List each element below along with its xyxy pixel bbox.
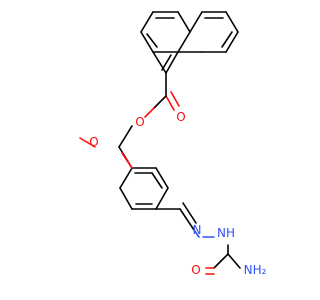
bond <box>213 253 229 269</box>
molecule-structure: O O O N NH O NH₂ <box>79 11 267 277</box>
naphthalene-group <box>140 11 239 74</box>
bond <box>170 91 180 107</box>
bond <box>152 51 167 74</box>
bond <box>153 95 167 109</box>
bond <box>119 187 133 210</box>
hydrazide-nh-label: NH <box>217 226 235 240</box>
ester-oxygen-label: O <box>135 115 144 129</box>
bond <box>146 33 158 48</box>
bond <box>225 11 239 33</box>
bond <box>179 208 195 231</box>
ester-group <box>144 72 180 118</box>
bond <box>121 152 133 169</box>
bond <box>151 172 163 189</box>
bond <box>119 167 133 189</box>
bond <box>182 202 197 224</box>
bond <box>225 31 239 53</box>
bond <box>227 253 241 269</box>
bond <box>118 125 133 148</box>
benzene-ring <box>118 125 169 210</box>
methoxy-group <box>79 137 133 169</box>
bond <box>165 95 175 111</box>
bond <box>155 187 169 210</box>
bond <box>165 51 179 74</box>
hydrazone-chain <box>155 202 241 275</box>
bond <box>221 31 233 48</box>
bond <box>144 107 155 118</box>
ester-carbonyl-oxygen-label: O <box>176 110 185 124</box>
bond <box>177 11 191 33</box>
bond <box>140 11 154 33</box>
methoxy-oxygen-label: O <box>89 135 98 149</box>
bond <box>189 11 203 33</box>
bond <box>193 229 200 238</box>
amine-nh2-label: NH₂ <box>244 263 267 277</box>
bond <box>79 137 96 148</box>
imine-nitrogen-label: N <box>193 223 202 237</box>
bond <box>140 31 154 53</box>
bond <box>177 31 191 53</box>
bond <box>155 167 169 189</box>
amide-oxygen-label: O <box>191 263 200 277</box>
